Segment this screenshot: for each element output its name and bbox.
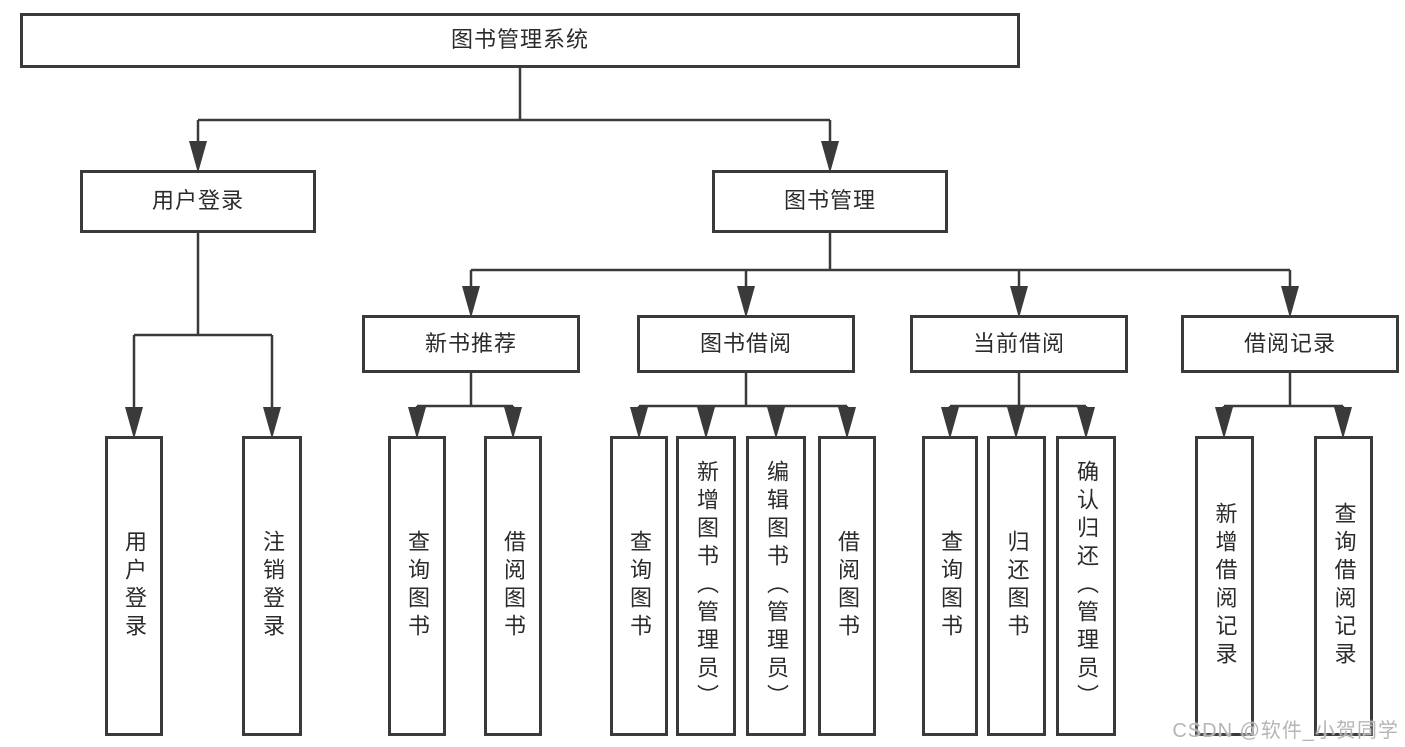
- leaf-add-books-admin: 新增图书（管理员）: [676, 436, 736, 736]
- connector-lines: [132, 68, 1345, 430]
- arrowhead-icon: [1281, 286, 1299, 318]
- arrowhead-icon: [1215, 407, 1233, 439]
- leaf-borrow-books-recommend: 借阅图书: [484, 436, 542, 736]
- arrowhead-icon: [838, 407, 856, 439]
- arrowhead-icon: [767, 407, 785, 439]
- arrowhead-icon: [1007, 407, 1025, 439]
- node-user-login: 用户登录: [80, 170, 316, 233]
- node-book-management: 图书管理: [712, 170, 948, 233]
- leaf-logout: 注销登录: [242, 436, 302, 736]
- arrowhead-icon: [462, 286, 480, 318]
- leaf-user-login: 用户登录: [105, 436, 163, 736]
- leaf-query-borrow-record: 查询借阅记录: [1314, 436, 1373, 736]
- arrowhead-icon: [504, 407, 522, 439]
- arrowhead-icon: [630, 407, 648, 439]
- arrowhead-icon: [1077, 407, 1095, 439]
- arrowhead-icon: [263, 407, 281, 439]
- arrowhead-icon: [697, 407, 715, 439]
- leaf-query-books-borrowing: 查询图书: [610, 436, 668, 736]
- arrowhead-icon: [408, 407, 426, 439]
- node-book-borrowing: 图书借阅: [637, 315, 855, 373]
- node-library-management-system: 图书管理系统: [20, 13, 1020, 68]
- arrowhead-icon: [821, 141, 839, 173]
- node-new-book-recommendation: 新书推荐: [362, 315, 580, 373]
- leaf-return-books: 归还图书: [987, 436, 1046, 736]
- arrowhead-icon: [125, 407, 143, 439]
- leaf-query-books-recommend: 查询图书: [388, 436, 446, 736]
- arrowhead-icon: [737, 286, 755, 318]
- arrowhead-icon: [1334, 407, 1352, 439]
- arrowhead-icon: [941, 407, 959, 439]
- csdn-watermark: CSDN @软件_小贺同学: [1172, 720, 1399, 742]
- node-borrow-records: 借阅记录: [1181, 315, 1399, 373]
- leaf-edit-books-admin: 编辑图书（管理员）: [746, 436, 806, 736]
- leaf-add-borrow-record: 新增借阅记录: [1195, 436, 1254, 736]
- leaf-borrow-books: 借阅图书: [818, 436, 876, 736]
- arrowhead-icon: [1010, 286, 1028, 318]
- node-current-borrowing: 当前借阅: [910, 315, 1128, 373]
- leaf-query-books-current: 查询图书: [922, 436, 978, 736]
- leaf-confirm-return-admin: 确认归还（管理员）: [1056, 436, 1116, 736]
- arrowhead-icon: [189, 141, 207, 173]
